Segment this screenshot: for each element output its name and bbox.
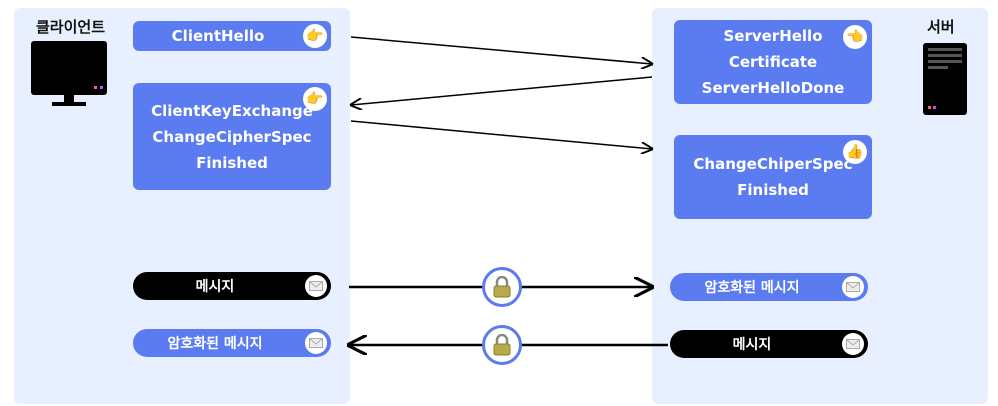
arrow-client-hello bbox=[350, 36, 652, 64]
thumbs-up-icon: 👍 bbox=[843, 140, 867, 164]
server-plain-message-text: 메시지 bbox=[732, 337, 772, 353]
server-change-cipher-box: ChangeChiperSpec Finished bbox=[674, 135, 872, 219]
client-finished-text: Finished bbox=[196, 153, 268, 172]
envelope-icon bbox=[305, 275, 327, 297]
monitor-icon bbox=[31, 41, 107, 106]
client-encrypted-message-text: 암호화된 메시지 bbox=[167, 336, 263, 352]
envelope-icon bbox=[305, 332, 327, 354]
server-change-cipher-spec-text: ChangeChiperSpec bbox=[693, 155, 853, 173]
server-hello-done-text: ServerHelloDone bbox=[701, 79, 845, 97]
client-plain-message-text: 메시지 bbox=[195, 279, 235, 295]
client-hello-text: ClientHello bbox=[171, 27, 265, 45]
envelope-icon bbox=[842, 333, 864, 355]
server-label: 서버 bbox=[927, 18, 955, 36]
client-key-exchange-box: ClientKeyExchange ChangeCipherSpec Finis… bbox=[133, 83, 331, 190]
client-key-exchange-text: ClientKeyExchange bbox=[151, 101, 313, 120]
client-hello-box: ClientHello bbox=[133, 21, 331, 51]
server-hello-box: ServerHello Certificate ServerHelloDone bbox=[674, 20, 872, 104]
server-hello-text: ServerHello bbox=[723, 27, 823, 45]
server-plain-message-pill: 메시지 bbox=[670, 330, 868, 358]
pointing-hand-left-icon: 👈 bbox=[843, 25, 867, 49]
envelope-icon bbox=[842, 276, 864, 298]
client-change-cipher-spec-text: ChangeCipherSpec bbox=[152, 127, 312, 146]
pointing-hand-right-icon: 👉 bbox=[303, 87, 327, 111]
server-certificate-text: Certificate bbox=[728, 53, 818, 71]
client-encrypted-message-pill: 암호화된 메시지 bbox=[133, 329, 331, 357]
arrow-server-hello bbox=[351, 76, 653, 105]
server-icon bbox=[923, 43, 967, 115]
client-plain-message-pill: 메시지 bbox=[133, 272, 331, 300]
pointing-hand-right-icon: 👉 bbox=[303, 24, 327, 48]
server-finished-text: Finished bbox=[737, 181, 809, 199]
padlock-icon bbox=[482, 325, 522, 365]
client-label: 클라이언트 bbox=[36, 18, 106, 36]
padlock-icon bbox=[482, 267, 522, 307]
server-encrypted-message-text: 암호화된 메시지 bbox=[704, 280, 800, 296]
arrow-client-key-exchange bbox=[350, 120, 652, 149]
server-encrypted-message-pill: 암호화된 메시지 bbox=[670, 273, 868, 301]
